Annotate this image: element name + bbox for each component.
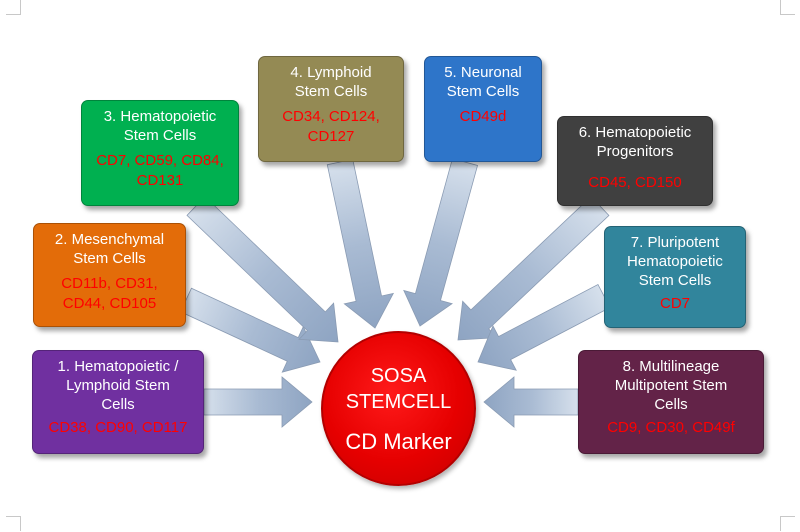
box-hematopoietic-lymphoid-stem-cells: 1. Hematopoietic / Lymphoid Stem Cells C… [32,350,204,454]
box-title: 1. Hematopoietic / Lymphoid Stem Cells [57,358,179,413]
arrow-from-box-7 [477,283,611,371]
box-title: 4. Lymphoid Stem Cells [290,64,372,100]
arrow-from-box-1 [203,376,313,428]
corner-mark-top-right [780,0,795,15]
box-pluripotent-hematopoietic-stem-cells: 7. Pluripotent Hematopoietic Stem Cells … [604,226,746,328]
box-multilineage-multipotent-stem-cells: 8. Multilineage Multipotent Stem Cells C… [578,350,764,454]
box-markers: CD45, CD150 [588,174,682,191]
box-hematopoietic-progenitors: 6. Hematopoietic Progenitors CD45, CD150 [557,116,713,206]
corner-mark-bottom-right [780,516,795,531]
box-hematopoietic-stem-cells: 3. Hematopoietic Stem Cells CD7, CD59, C… [81,100,239,206]
box-title: 6. Hematopoietic Progenitors [578,124,692,160]
box-lymphoid-stem-cells: 4. Lymphoid Stem Cells CD34, CD124, CD12… [258,56,404,162]
box-markers: CD38, CD90, CD117 [48,419,188,436]
box-neuronal-stem-cells: 5. Neuronal Stem Cells CD49d [424,56,542,162]
box-markers: CD49d [459,108,507,125]
box-markers: CD7, CD59, CD84, CD131 [96,152,224,189]
box-title: 2. Mesenchymal Stem Cells [54,231,165,267]
box-title: 3. Hematopoietic Stem Cells [103,108,217,144]
arrow-from-box-6 [457,195,610,341]
arrow-from-box-5 [403,158,479,327]
center-line-1: SOSA [370,365,427,387]
box-markers: CD7 [659,295,690,312]
arrow-from-box-8 [483,376,579,428]
arrow-from-box-3 [186,196,339,343]
box-title: 8. Multilineage Multipotent Stem Cells [614,358,728,413]
center-line-2: STEMCELL [345,391,452,413]
center-circle-cd-marker: SOSA STEMCELL CD Marker [321,331,476,486]
box-title: 5. Neuronal Stem Cells [444,64,522,100]
arrow-from-box-4 [326,158,395,329]
corner-mark-bottom-left [6,516,21,531]
box-markers: CD9, CD30, CD49f [607,419,735,436]
corner-mark-top-left [6,0,21,15]
center-line-3: CD Marker [345,429,452,454]
box-mesenchymal-stem-cells: 2. Mesenchymal Stem Cells CD11b, CD31, C… [33,223,186,327]
box-markers: CD34, CD124, CD127 [282,108,380,145]
box-title: 7. Pluripotent Hematopoietic Stem Cells [627,234,723,289]
arrow-from-box-2 [180,287,321,373]
box-markers: CD11b, CD31, CD44, CD105 [61,275,158,312]
